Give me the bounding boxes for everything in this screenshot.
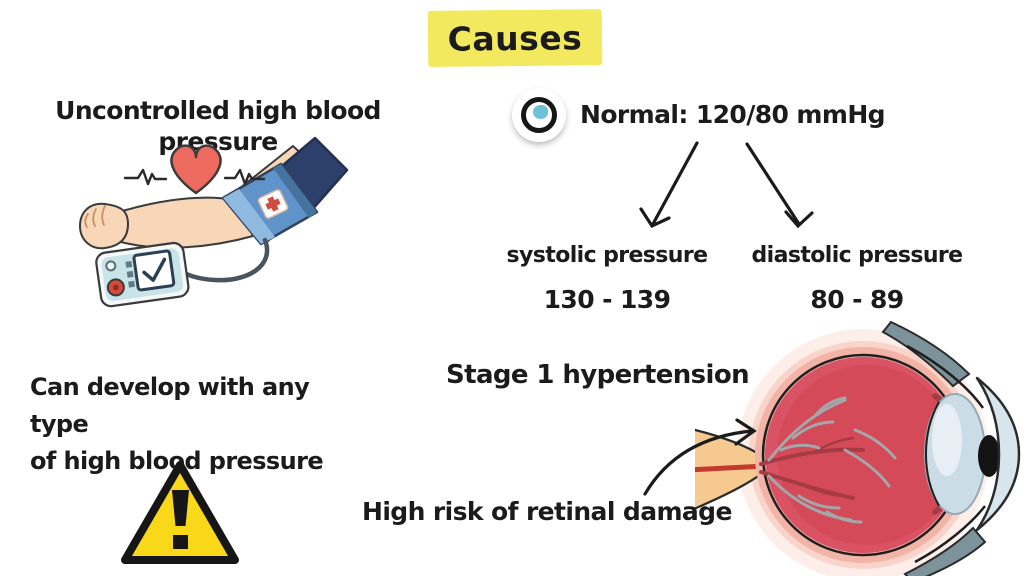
page-title: Causes: [447, 17, 583, 59]
ekg-line-right: [223, 168, 266, 186]
pupil: [978, 435, 1000, 477]
note-line-1: Can develop with any type: [30, 373, 310, 438]
cuff-dark-edge: [273, 164, 317, 218]
monitor-setting-button: [105, 260, 117, 272]
note-any-type: Can develop with any type of high blood …: [30, 369, 360, 480]
eye-cross-section-illustration: [695, 320, 1021, 576]
systolic-range: 130 - 139: [543, 284, 671, 314]
heart-icon: [170, 144, 222, 195]
warning-triangle-icon: [121, 461, 239, 564]
systolic-label: systolic pressure: [506, 243, 708, 268]
eye-icon: [512, 88, 566, 142]
cuff-tube: [176, 237, 270, 283]
eye-muscle-top: [881, 320, 971, 388]
eye-muscle-bottom: [903, 526, 987, 576]
diastolic-group: diastolic pressure 80 - 89: [742, 242, 972, 315]
cuff-light-edge: [223, 189, 275, 244]
risk-label: High risk of retinal damage: [362, 497, 732, 526]
normal-bp-row: Normal: 120/80 mmHg: [512, 88, 886, 142]
arrow-to-systolic: [639, 141, 699, 229]
stage-label: Stage 1 hypertension: [446, 360, 750, 390]
normal-bp-label: Normal: 120/80 mmHg: [580, 100, 886, 130]
retinal-vessels-red: [759, 436, 865, 500]
lens-highlight: [932, 404, 962, 476]
exclamation-bar: [172, 490, 189, 526]
heading-uncontrolled-hbp: Uncontrolled high blood pressure: [55, 96, 381, 157]
diastolic-label: diastolic pressure: [751, 243, 964, 268]
blood-pressure-measurement-illustration: [78, 136, 349, 308]
monitor-check-icon: [142, 257, 167, 282]
cornea: [975, 376, 1021, 532]
bp-monitor: [95, 241, 190, 308]
eye-ring: [521, 97, 557, 133]
arrow-to-diastolic: [745, 142, 814, 229]
title-badge: Causes: [427, 9, 603, 67]
ekg-line-left: [123, 168, 168, 186]
systolic-group: systolic pressure 130 - 139: [492, 242, 722, 315]
retinal-vessels-gray: [767, 396, 897, 524]
monitor-screen: [132, 249, 176, 292]
cuff-patch: [257, 189, 289, 219]
diastolic-range: 80 - 89: [810, 284, 904, 314]
eye-iris-blob: [533, 105, 548, 119]
finger-lines: [84, 205, 106, 228]
fist: [78, 202, 130, 250]
exclamation-dot: [173, 535, 188, 549]
